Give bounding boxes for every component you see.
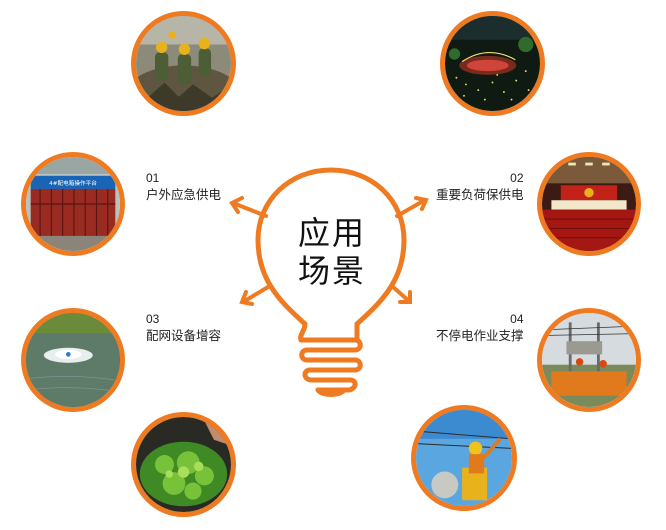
photo-aerator-pond (21, 308, 125, 412)
center-title-line-1: 应用 (297, 214, 366, 252)
scenario-number: 04 (510, 312, 524, 326)
arrow-lower-left-icon (241, 285, 270, 304)
scenario-text: 户外应急供电 (146, 188, 222, 202)
scenario-label-02: 02 重要负荷保供电 (436, 170, 524, 204)
arrow-upper-left-icon (231, 201, 268, 218)
center-title-line-2: 场景 (297, 252, 366, 290)
photo-emergency-workers (131, 11, 236, 116)
arrow-upper-right-icon (395, 198, 427, 218)
scenario-label-03: 03 配网设备增容 (146, 311, 221, 345)
bulb-base-icon (315, 387, 347, 397)
scenario-text: 不停电作业支撑 (436, 329, 524, 343)
bulb-outline-icon (255, 167, 407, 327)
bulb-filament-icon (298, 321, 363, 393)
scenario-number: 02 (510, 171, 524, 185)
photo-bucket-truck-worker (411, 405, 517, 511)
scenario-number: 01 (146, 171, 160, 185)
scenario-label-01: 01 户外应急供电 (146, 170, 221, 204)
scenario-text: 配网设备增容 (146, 329, 222, 343)
photo-conference-hall (537, 152, 641, 256)
platform-sign-text: 4#配电箱操作平台 (49, 179, 97, 187)
photo-pole-maintenance (537, 308, 641, 412)
scenario-number: 03 (146, 312, 160, 326)
center-title: 应用 场景 (277, 214, 387, 290)
photo-vegetable-harvest (131, 412, 236, 517)
photo-distribution-platform: 4#配电箱操作平台 (21, 152, 125, 256)
photo-stadium-night (440, 11, 545, 116)
scenario-label-04: 04 不停电作业支撑 (436, 311, 524, 345)
arrow-lower-right-icon (390, 284, 412, 304)
scenario-text: 重要负荷保供电 (436, 188, 524, 202)
